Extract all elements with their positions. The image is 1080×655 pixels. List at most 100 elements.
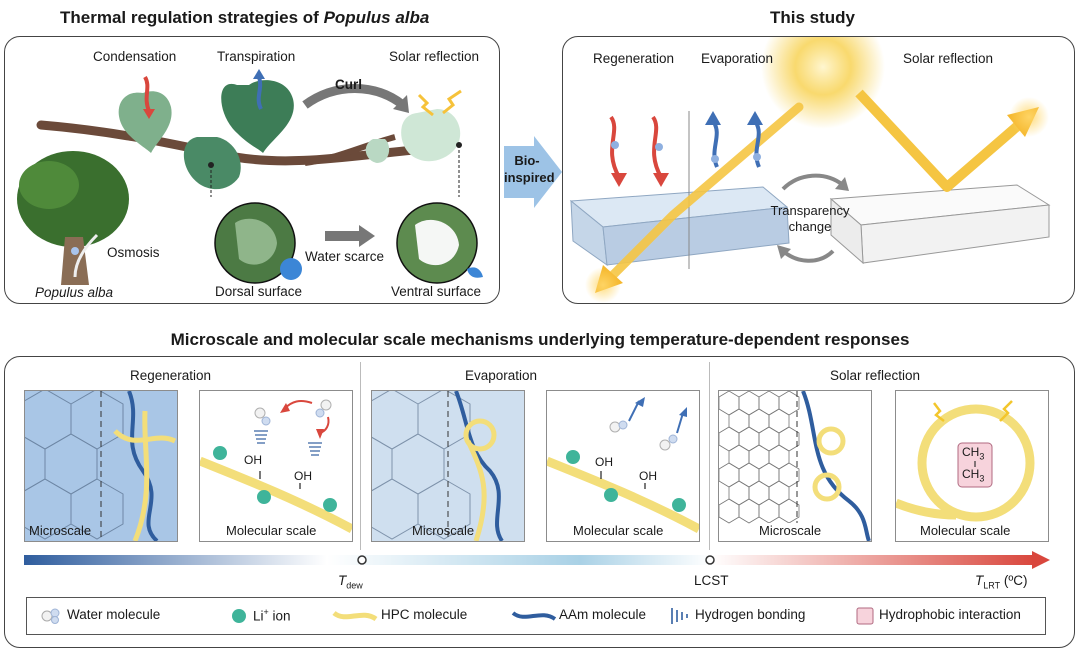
regen-mol-hbond-1: [254, 430, 268, 444]
evap-aam-chain: [454, 391, 504, 541]
regen-mol-arrow-1-head: [280, 403, 290, 413]
label-dorsal-surface: Dorsal surface: [215, 284, 303, 299]
solar-molecular-panel: CH3 CH3 Molecular scale: [895, 390, 1049, 542]
regen-mol-li-1: [213, 446, 227, 460]
sun-icon: [761, 37, 885, 129]
ch3-bottom-main: CH: [962, 467, 980, 481]
regen-water-icon-1: [611, 141, 619, 149]
sunlight-reflected: [855, 89, 1025, 192]
legend-water-label: Water molecule: [67, 607, 161, 622]
regen-micro-hexgrid: [25, 391, 124, 540]
section-title-solar-reflection: Solar reflection: [830, 368, 921, 383]
bio-inspired-line2: inspired: [504, 170, 555, 185]
solar-micro-hexgrid: [719, 391, 800, 524]
tdew-sub: dew: [346, 580, 363, 591]
regen-molecular-drawing: [200, 399, 352, 533]
ch3-top-sub: 3: [979, 451, 985, 462]
ventral-leaf: [415, 219, 459, 266]
bio-inspired-line1: Bio-: [514, 153, 540, 168]
transparency-arrow-top: [781, 173, 845, 191]
legend-li-rest: ion: [268, 608, 291, 624]
lcst-label: LCST: [694, 573, 729, 588]
temperature-axis: [24, 551, 1050, 569]
evap-microscale-panel: Microscale: [371, 390, 525, 542]
osmosis-water-icon: [71, 247, 79, 255]
label-curl: Curl: [335, 77, 362, 92]
populus-illustration: [17, 69, 483, 285]
regen-mol-li-3: [323, 498, 337, 512]
lithium-ion-icon: [232, 609, 246, 623]
solar-out-arrow: [442, 89, 462, 115]
legend-li-main: Li: [253, 608, 264, 624]
solar-microscale-panel: Microscale: [718, 390, 872, 542]
reflection-slab-side: [830, 197, 864, 265]
evap-mol-arrow-1: [628, 400, 640, 422]
ch3-top-main: CH: [962, 445, 980, 459]
solar-molecular-drawing: [896, 400, 1035, 522]
regen-microscale-drawing: [25, 391, 177, 541]
evap-mol-li-2: [604, 488, 618, 502]
solar-in-arrow: [417, 93, 434, 117]
tdew-marker: [357, 555, 367, 565]
title-species: Populus alba: [323, 8, 430, 27]
leaf-small: [365, 139, 390, 163]
ventral-water-drop: [467, 267, 483, 278]
bio-inspired-label: Bio- inspired: [504, 152, 555, 186]
solar-mol-ch3-bottom: CH3: [962, 467, 984, 483]
tree-trunk: [61, 237, 89, 285]
condensation-arrow: [143, 75, 151, 112]
evap-mol-arrow-2: [676, 412, 684, 434]
sunlight-glow-right: [1009, 97, 1049, 137]
solar-microscale-caption: Microscale: [759, 523, 822, 538]
tlrt-unit: (ºC): [1000, 573, 1028, 588]
transparency-arrow-top-head: [835, 177, 849, 191]
label-solar-reflection: Solar reflection: [389, 49, 480, 64]
temperature-axis-bar: [24, 555, 1034, 565]
tlrt-main: T: [975, 573, 984, 588]
regen-arrow-1-head: [611, 173, 627, 187]
evap-mol-li-3: [672, 498, 686, 512]
solar-hpc-coil-2: [812, 472, 842, 502]
panel-this-study: Regeneration Evaporation Solar reflectio…: [562, 36, 1075, 304]
regen-mol-li-2: [257, 490, 271, 504]
dorsal-dot: [208, 162, 214, 168]
regen-mol-hpc: [200, 456, 352, 533]
evap-micro-hexgrid: [372, 391, 471, 540]
tdew-main: T: [338, 573, 347, 588]
regen-mol-arrow-2-head: [316, 429, 324, 439]
tlrt-label: TLRT (ºC): [975, 573, 1028, 591]
title-prefix: Thermal regulation strategies of: [60, 8, 324, 27]
dorsal-leaf: [235, 218, 277, 265]
solar-mol-sun-in: [933, 402, 945, 422]
evap-arrow-2-head: [747, 111, 763, 125]
dorsal-water-drop: [280, 258, 302, 280]
solar-mol-sun-out: [999, 400, 1013, 422]
legend-aam-label: AAm molecule: [559, 607, 647, 622]
regen-hpc-chain-2: [132, 410, 150, 541]
tree-canopy-light: [19, 161, 79, 209]
regen-aam-chain: [127, 391, 159, 541]
section-title-regeneration: Regeneration: [130, 368, 212, 383]
legend-hb-label: Hydrogen bonding: [695, 607, 806, 622]
evap-water-icon-1: [711, 155, 719, 163]
evap-mol-water-2: [659, 434, 678, 451]
label-evaporation: Evaporation: [701, 51, 774, 66]
osmosis-arrow: [73, 233, 99, 278]
regen-arrow-2: [651, 115, 663, 178]
temperature-axis-head: [1032, 551, 1050, 569]
evap-arrow-1-head: [705, 111, 721, 125]
lcst-marker: [705, 555, 715, 565]
evap-water-icon-2: [753, 153, 761, 161]
hydrogen-bond-icon: [671, 608, 688, 624]
bottom-title: Microscale and molecular scale mechanism…: [170, 330, 910, 349]
transparency-arrow-bottom-head: [777, 245, 791, 259]
regen-molecular-caption: Molecular scale: [226, 523, 317, 538]
evap-mol-oh-2: OH: [639, 469, 657, 483]
section-divider-2: [709, 362, 710, 550]
section-divider-1: [360, 362, 361, 550]
regen-arrow-2-head: [653, 173, 669, 187]
label-transparency-change: Transparency change: [765, 203, 855, 235]
section-title-evaporation: Evaporation: [465, 368, 538, 383]
evap-mol-li-1: [566, 450, 580, 464]
label-transpiration: Transpiration: [217, 49, 296, 64]
